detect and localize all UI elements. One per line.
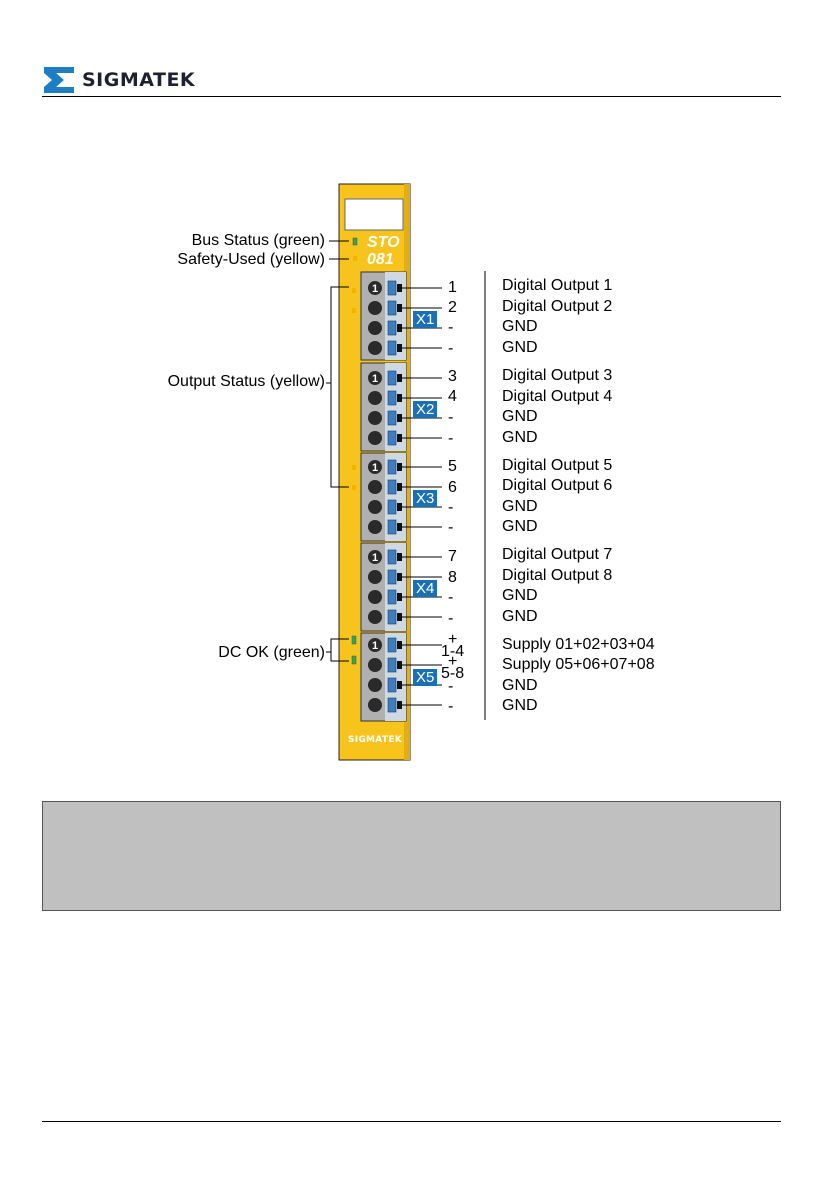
pin-number: 4: [448, 388, 457, 405]
pin-description: Digital Output 8: [502, 567, 613, 584]
pin-number: +: [448, 653, 458, 670]
module-name: STO: [367, 234, 400, 251]
connector-label-x3: X3: [413, 490, 438, 507]
sigmatek-logo-icon: [44, 67, 74, 93]
connector-label-x4: X4: [413, 580, 438, 597]
pin-description: Supply 05+06+07+08: [502, 656, 655, 673]
dc-ok-led-2: [351, 655, 357, 665]
pin-description: GND: [502, 697, 538, 714]
pin-description: Digital Output 5: [502, 457, 613, 474]
bus-status-led: [352, 237, 358, 246]
note-box: [42, 801, 781, 911]
bus-status-label: Bus Status (green): [191, 232, 325, 249]
pin-description: GND: [502, 498, 538, 515]
pin-number: 1-4: [441, 643, 465, 660]
pin-number: -: [448, 499, 454, 516]
pin-number: 5: [448, 458, 457, 475]
pin-number: -: [448, 678, 454, 695]
connector-label-x1: X1: [413, 311, 438, 328]
output-status-led-6: [352, 485, 356, 490]
pin-description: GND: [502, 608, 538, 625]
pin-description: Digital Output 4: [502, 388, 613, 405]
safety-used-label: Safety-Used (yellow): [177, 251, 325, 268]
footer-rule: [42, 1121, 781, 1122]
module-brand: SIGMATEK: [347, 735, 403, 745]
output-status-led-2: [352, 308, 356, 313]
pin-description: GND: [502, 677, 538, 694]
spring-contacts: [387, 280, 397, 713]
pin-description: GND: [502, 339, 538, 356]
pin-number: +: [448, 631, 458, 648]
output-status-label: Output Status (yellow): [167, 373, 325, 390]
pin-black-tabs: [397, 284, 402, 709]
pin-number: -: [448, 319, 454, 336]
svg-text:1: 1: [372, 283, 378, 295]
pin-number: 1: [448, 279, 457, 296]
module-number: 081: [367, 251, 394, 268]
module-right-edge: [404, 184, 410, 760]
module-title: STO 081: [367, 234, 400, 268]
pin-description: GND: [502, 518, 538, 535]
connector-label-x2: X2: [413, 401, 438, 418]
pin-description: Digital Output 3: [502, 367, 613, 384]
pin-number: -: [448, 519, 454, 536]
pin-number: 8: [448, 569, 457, 586]
svg-text:1: 1: [372, 373, 378, 385]
pin-number: 3: [448, 368, 457, 385]
dc-ok-led-1: [351, 635, 357, 645]
dc-ok-label: DC OK (green): [218, 644, 325, 661]
pin-number: -: [448, 430, 454, 447]
header-rule: [42, 96, 781, 97]
pin-number: -: [448, 698, 454, 715]
terminal-screws: [368, 281, 382, 712]
pin-description: GND: [502, 318, 538, 335]
module-diagram: 1 1 1 1 1: [326, 183, 486, 761]
pin-number: -: [448, 340, 454, 357]
pin-number: 5-8: [441, 665, 465, 682]
brand-name: SIGMATEK: [82, 69, 196, 91]
output-status-led-1: [352, 288, 356, 293]
pin-description: Digital Output 2: [502, 298, 613, 315]
pin-number: -: [448, 610, 454, 627]
pin-number: 7: [448, 548, 457, 565]
pin-number: -: [448, 589, 454, 606]
status-leader-lines: [326, 240, 349, 662]
pin-number: 6: [448, 479, 457, 496]
safety-used-led: [353, 256, 357, 261]
pin-description: Supply 01+02+03+04: [502, 636, 655, 653]
pin-description: Digital Output 1: [502, 277, 613, 294]
output-status-led-5: [352, 465, 356, 470]
svg-text:1: 1: [372, 552, 378, 564]
pin-number: -: [448, 409, 454, 426]
pin-description: Digital Output 6: [502, 477, 613, 494]
pin-description: GND: [502, 408, 538, 425]
pin-description: GND: [502, 429, 538, 446]
module-label-window: [344, 198, 404, 231]
pin-description: Digital Output 7: [502, 546, 613, 563]
svg-text:1: 1: [372, 640, 378, 652]
pin-number: 2: [448, 299, 457, 316]
connector-label-x5: X5: [413, 669, 438, 686]
svg-text:1: 1: [372, 462, 378, 474]
pin-one-markers: 1 1 1 1 1: [372, 283, 378, 652]
pin-description: GND: [502, 587, 538, 604]
